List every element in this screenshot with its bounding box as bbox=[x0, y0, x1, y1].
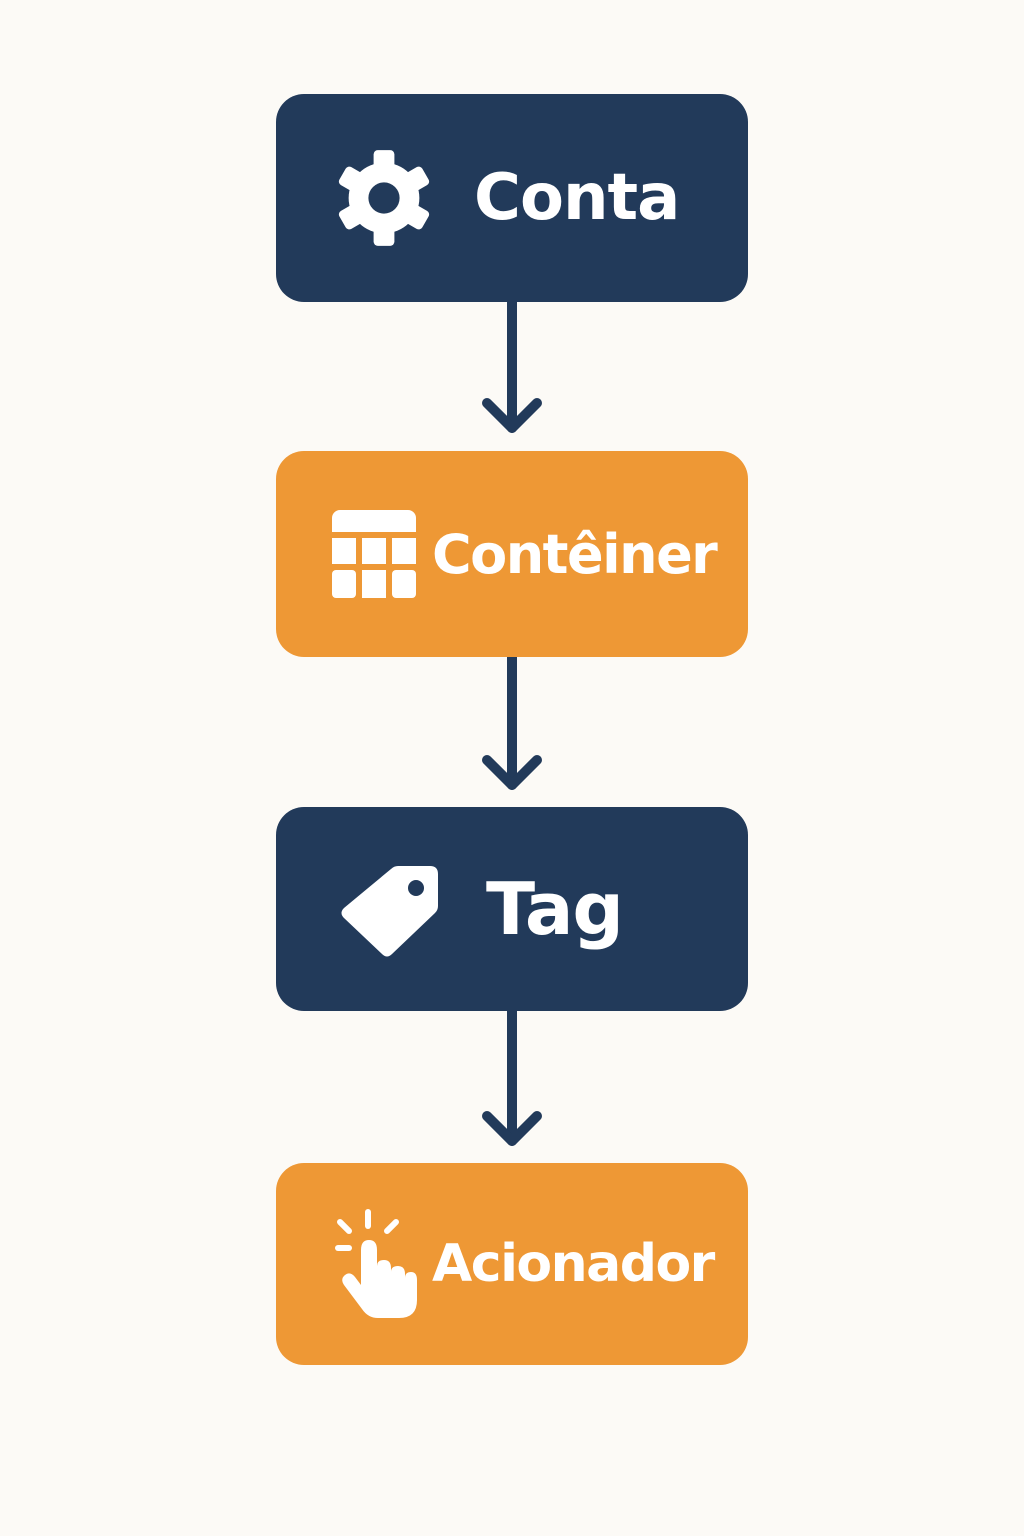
node-conteiner: Contêiner bbox=[276, 451, 748, 657]
node-label-tag: Tag bbox=[486, 867, 624, 951]
arrow-conta-to-conteiner bbox=[482, 297, 542, 433]
click-icon bbox=[335, 1209, 417, 1318]
gear-icon bbox=[338, 150, 430, 246]
grid-icon bbox=[332, 510, 416, 598]
node-label-acionador: Acionador bbox=[432, 1234, 715, 1294]
node-acionador: Acionador bbox=[276, 1163, 748, 1365]
tag-icon bbox=[341, 866, 438, 957]
arrow-tag-to-acionador bbox=[482, 1006, 542, 1146]
node-label-conteiner: Contêiner bbox=[432, 522, 718, 586]
node-conta: Conta bbox=[276, 94, 748, 302]
node-label-conta: Conta bbox=[474, 161, 680, 235]
arrow-conteiner-to-tag bbox=[482, 652, 542, 790]
node-tag: Tag bbox=[276, 807, 748, 1011]
